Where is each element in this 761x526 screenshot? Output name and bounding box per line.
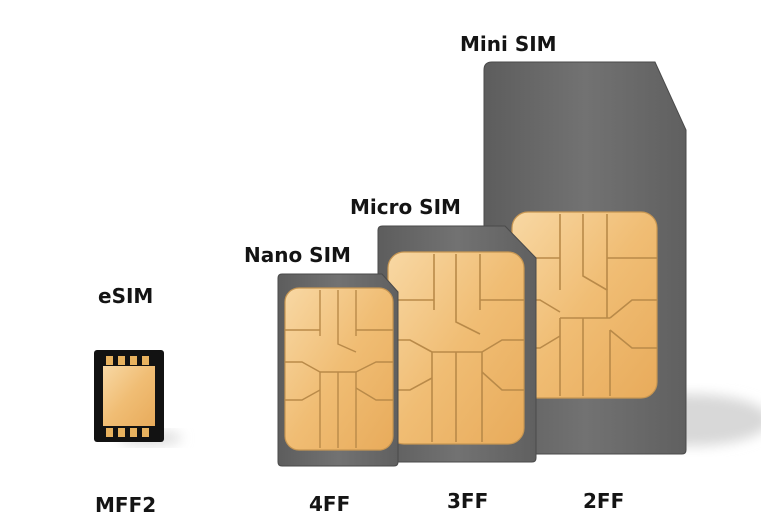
mini-sim-form-factor: 2FF [583,489,625,513]
nano-sim-card [277,273,399,467]
esim-label: eSIM [98,284,154,308]
mini-sim-label: Mini SIM [460,32,557,56]
micro-sim-label: Micro SIM [350,195,461,219]
micro-sim-chip [387,251,525,445]
micro-sim-form-factor: 3FF [447,489,489,513]
esim-form-factor: MFF2 [95,493,157,517]
esim-chip [94,350,164,442]
esim-pins [106,356,149,437]
micro-sim-card [377,225,537,463]
nano-sim-form-factor: 4FF [309,492,351,516]
nano-sim-chip [284,287,394,451]
nano-sim-label: Nano SIM [244,243,351,267]
